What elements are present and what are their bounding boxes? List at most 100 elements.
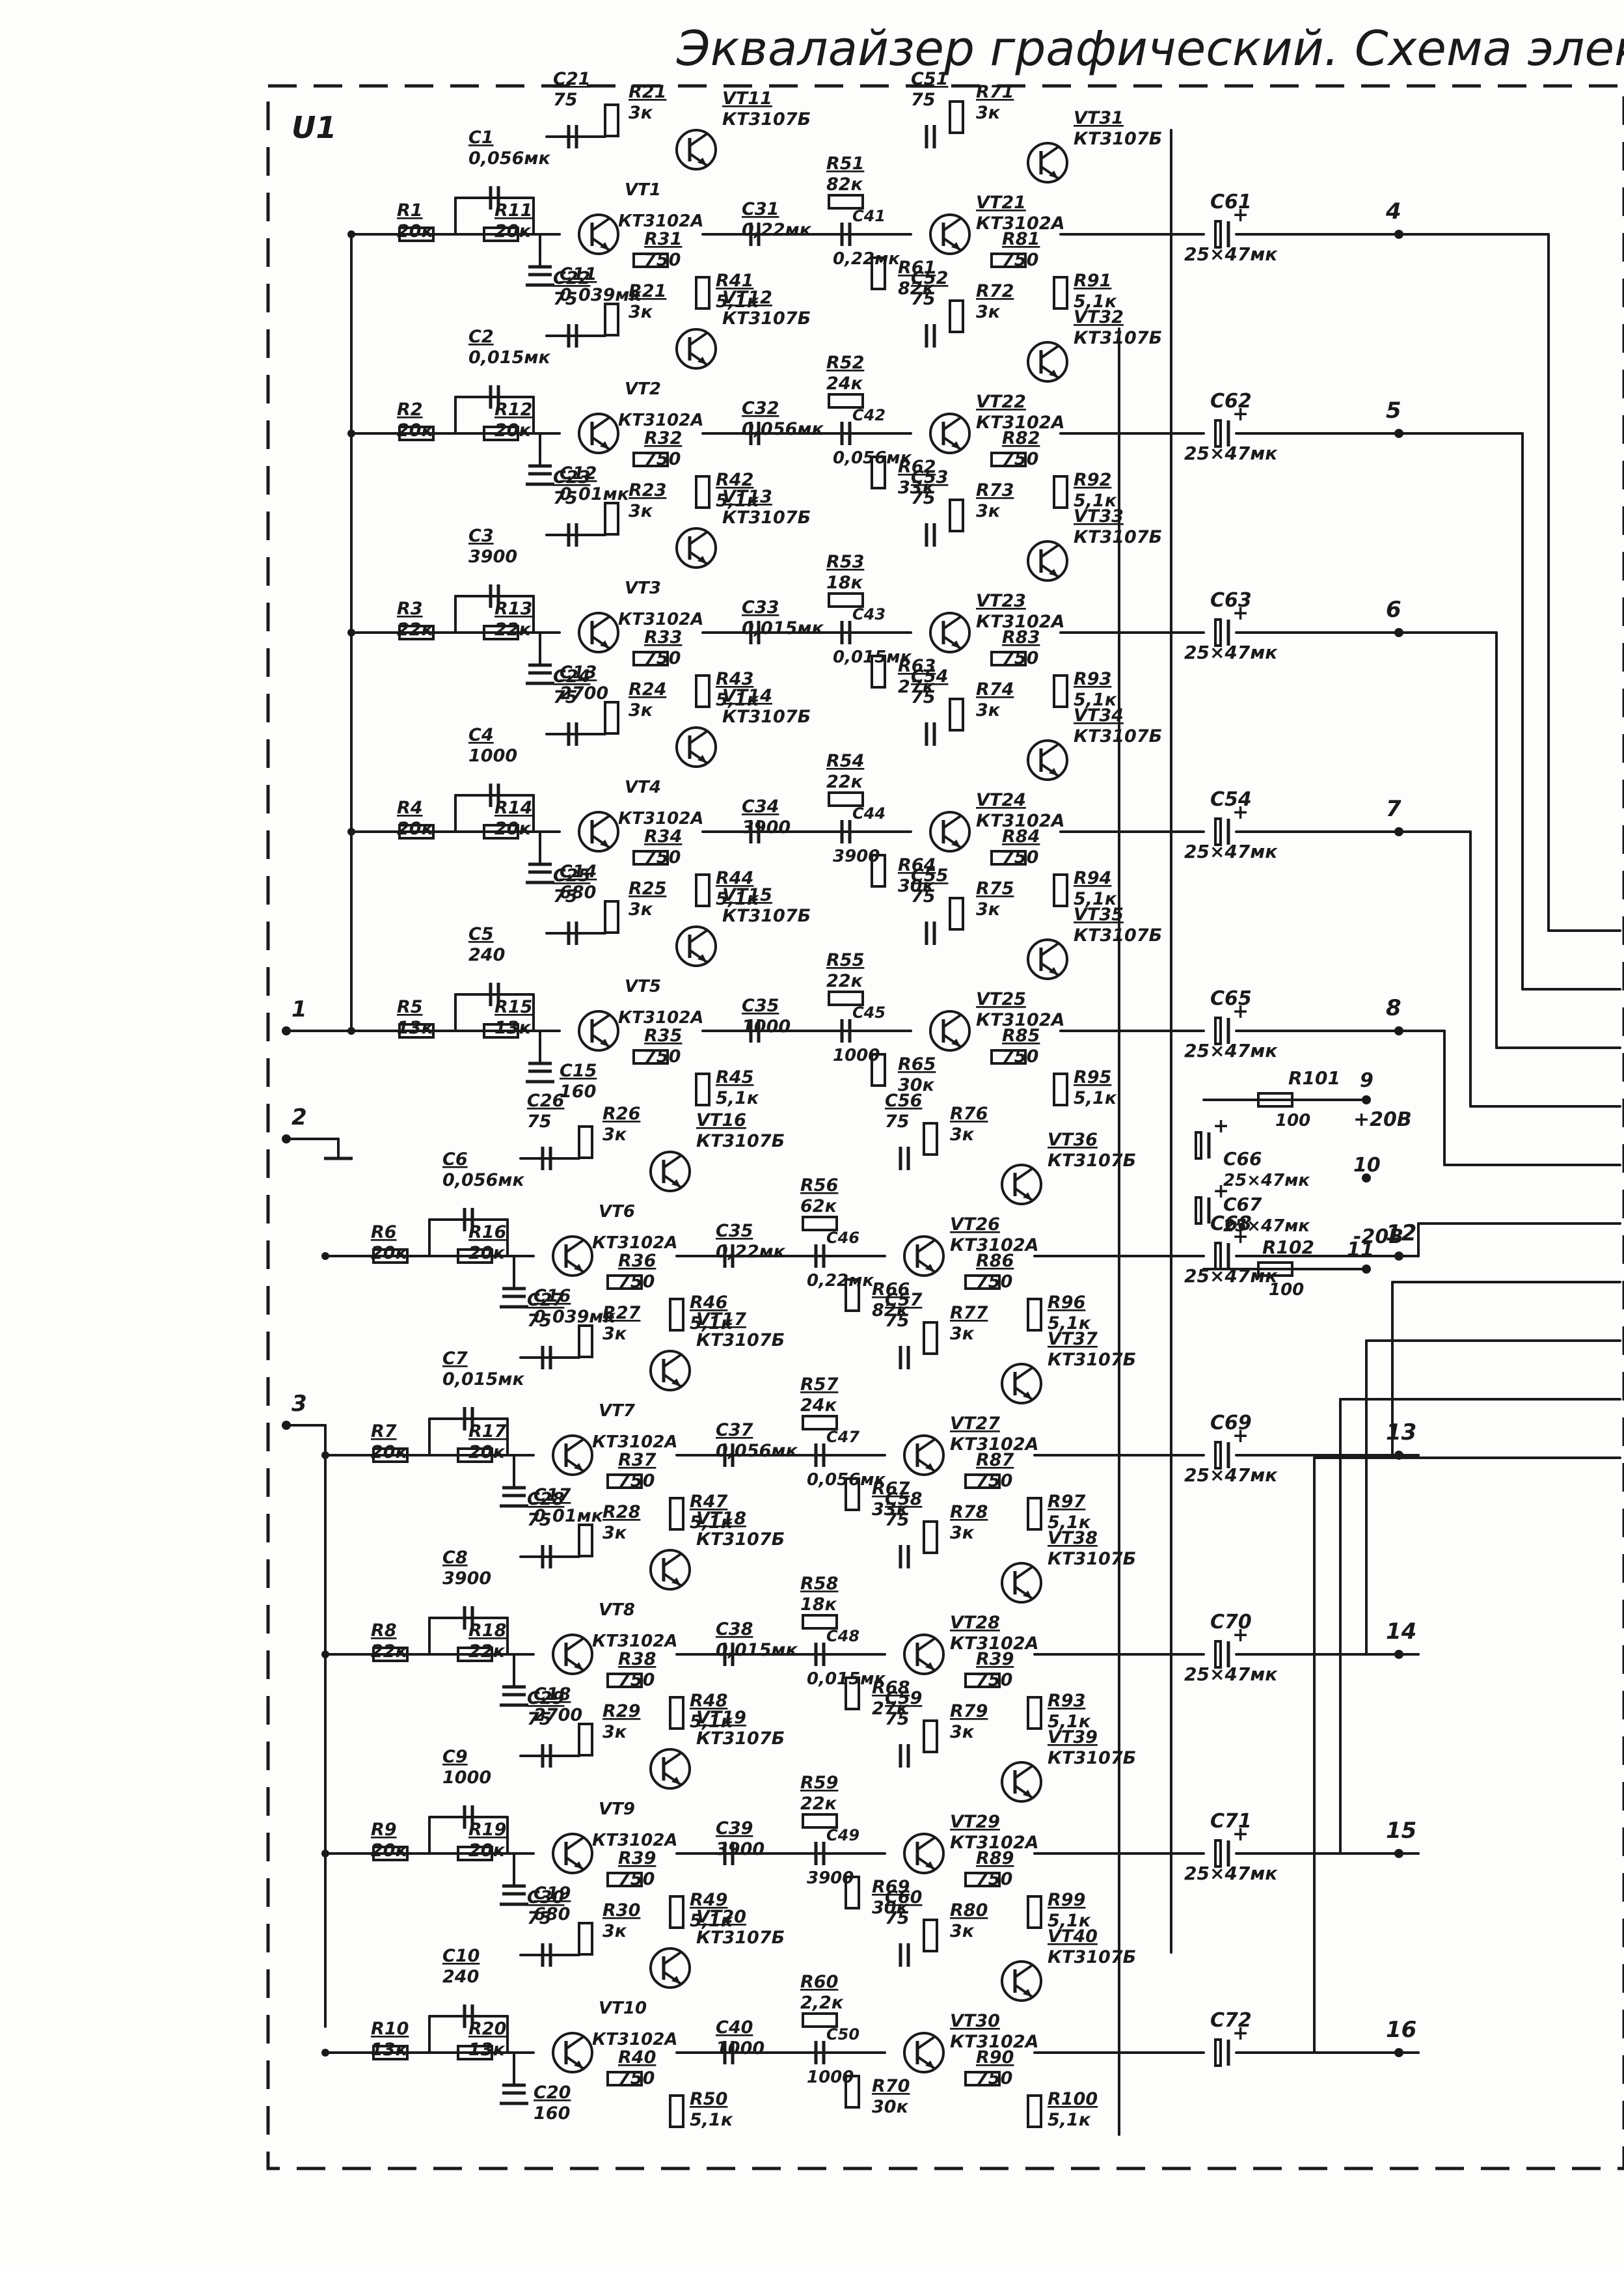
filter-shunt-resistor-value: 27к [872, 1699, 909, 1719]
resistor-icon [578, 1524, 593, 1557]
input-resistor-value: 22к [397, 620, 434, 640]
feedback-capacitor-ref: C24 [553, 666, 590, 687]
filter-capacitor-1-ref: C32 [742, 398, 779, 418]
resistor-icon [606, 1673, 643, 1688]
ground-capacitor-ref: C18 [534, 1684, 571, 1704]
input-pin-1-number: 1 [291, 996, 307, 1022]
transistor-c-ref: VT23 [976, 591, 1026, 611]
pin11-number: 11 [1347, 1238, 1374, 1261]
resistor-icon [923, 1321, 938, 1355]
transistor-a-type: КТ3102А [592, 1632, 677, 1651]
filter-shunt-resistor-ref: R67 [872, 1479, 910, 1499]
eq-channel-1: R120кR1120кC10,056мкC110,039мкКТ3102АVT1… [347, 69, 1621, 932]
feedback-capacitor-ref: C21 [553, 69, 590, 89]
pnp-transistor-icon [675, 328, 717, 370]
transistor-c-ref: VT28 [950, 1613, 1000, 1633]
pnp-transistor-icon [1027, 142, 1068, 184]
resistor-icon [372, 1846, 409, 1861]
resistor-icon [372, 1647, 409, 1662]
input-resistor-ref: R10 [371, 2019, 409, 2039]
plus-voltage-label: +20В [1353, 1108, 1412, 1131]
output-capacitor-ref: C71 [1210, 1810, 1252, 1833]
pnp-transistor-icon [649, 1947, 691, 1989]
emitter-resistor-value: 750 [644, 250, 681, 270]
feedback-capacitor-2-value: 75 [911, 289, 936, 309]
board-outline [266, 84, 1624, 2170]
filter-shunt-resistor-value: 33к [898, 478, 935, 498]
svg-text:+: + [1232, 1624, 1249, 1647]
transistor-d-value: КТ3107Б [1048, 1151, 1136, 1171]
emitter-resistor-2-ref: R84 [1002, 827, 1040, 847]
capacitor-icon [723, 1244, 735, 1268]
ground-capacitor-value: 160 [534, 2103, 570, 2124]
transistor-a-ref: VT9 [599, 1799, 635, 1819]
filter-capacitor-2-ref: C49 [826, 1826, 859, 1844]
filter-capacitor-1-ref: C34 [742, 797, 779, 817]
transistor-a-ref: VT5 [625, 977, 661, 996]
input-section: 123 [282, 996, 353, 1430]
transistor-d-value: КТ3107Б [1074, 726, 1162, 746]
transistor-c-ref: VT25 [976, 989, 1026, 1009]
resistor-icon [1053, 276, 1068, 310]
pin-icon [1394, 1251, 1403, 1261]
feedback-capacitor-value: 75 [527, 1510, 552, 1530]
resistor-icon [483, 824, 519, 840]
transistor-a-ref: VT10 [599, 1999, 647, 2018]
filter-resistor-ref: R56 [800, 1175, 838, 1196]
resistor-icon [845, 1676, 860, 1710]
collector-resistor-2-value: 3к [976, 302, 1001, 322]
capacitor-icon [814, 1842, 826, 1865]
ground-capacitor-value: 0,01мк [560, 484, 630, 504]
resistor-icon [802, 1614, 838, 1630]
filter-shunt-resistor-ref: R66 [872, 1279, 910, 1300]
base-resistor-ref: R11 [494, 200, 532, 221]
emitter-resistor-2-value: 750 [1002, 1046, 1038, 1067]
capacitor-icon [749, 422, 761, 445]
input-capacitor-ref: C2 [468, 327, 494, 347]
ground-capacitor-value: 160 [560, 1082, 596, 1102]
svg-text:+: + [1232, 801, 1249, 824]
emitter-resistor-ref: R33 [644, 627, 682, 648]
input-capacitor-value: 3900 [442, 1568, 491, 1589]
capacitor-icon [528, 464, 552, 476]
emitter-resistor-ref: R36 [618, 1251, 656, 1271]
collector-resistor-value: 3к [602, 1722, 627, 1742]
resistor-icon [802, 1415, 838, 1430]
svg-text:+: + [1232, 1225, 1249, 1248]
pin-icon [1394, 1026, 1403, 1035]
emitter-resistor-ref: R39 [618, 1848, 656, 1868]
emitter-resistor-2-ref: R86 [976, 1251, 1014, 1271]
transistor-b-value: КТ3107Б [696, 1131, 785, 1151]
feedback-capacitor-2-value: 75 [885, 1908, 910, 1928]
resistor-icon [606, 1274, 643, 1290]
transistor-d-value: КТ3107Б [1074, 527, 1162, 547]
collector-resistor-ref: R29 [602, 1701, 640, 1721]
transistor-a-ref: VT2 [625, 379, 661, 399]
resistor-icon [828, 393, 864, 409]
output-pin-number: 13 [1386, 1419, 1416, 1445]
capacitor-icon [528, 862, 552, 874]
npn-transistor-icon [903, 1634, 945, 1675]
input-resistor-value: 13к [371, 2040, 408, 2060]
input-capacitor-ref: C10 [442, 1946, 480, 1966]
divider-resistor-value: 5,1к [690, 1911, 733, 1931]
transistor-b-ref: VT14 [722, 686, 772, 706]
collector-resistor-value: 3к [602, 1921, 627, 1941]
filter-resistor-value: 18к [800, 1594, 837, 1615]
pnp-transistor-icon [1027, 540, 1068, 582]
resistor-icon [457, 1846, 493, 1861]
filter-shunt-resistor-value: 33к [872, 1499, 909, 1520]
capacitor-icon [463, 1407, 474, 1430]
resistor-icon [949, 698, 964, 732]
resistor-icon [828, 991, 864, 1006]
emitter-resistor-ref: R31 [644, 229, 682, 249]
npn-transistor-icon [578, 1010, 619, 1052]
capacitor-icon [899, 1147, 910, 1170]
junction-dot [347, 430, 355, 437]
collector-resistor-2-ref: R73 [976, 480, 1014, 500]
filter-resistor-value: 82к [826, 174, 863, 195]
capacitor-icon [749, 621, 761, 644]
collector-resistor-2-ref: R75 [976, 879, 1014, 899]
